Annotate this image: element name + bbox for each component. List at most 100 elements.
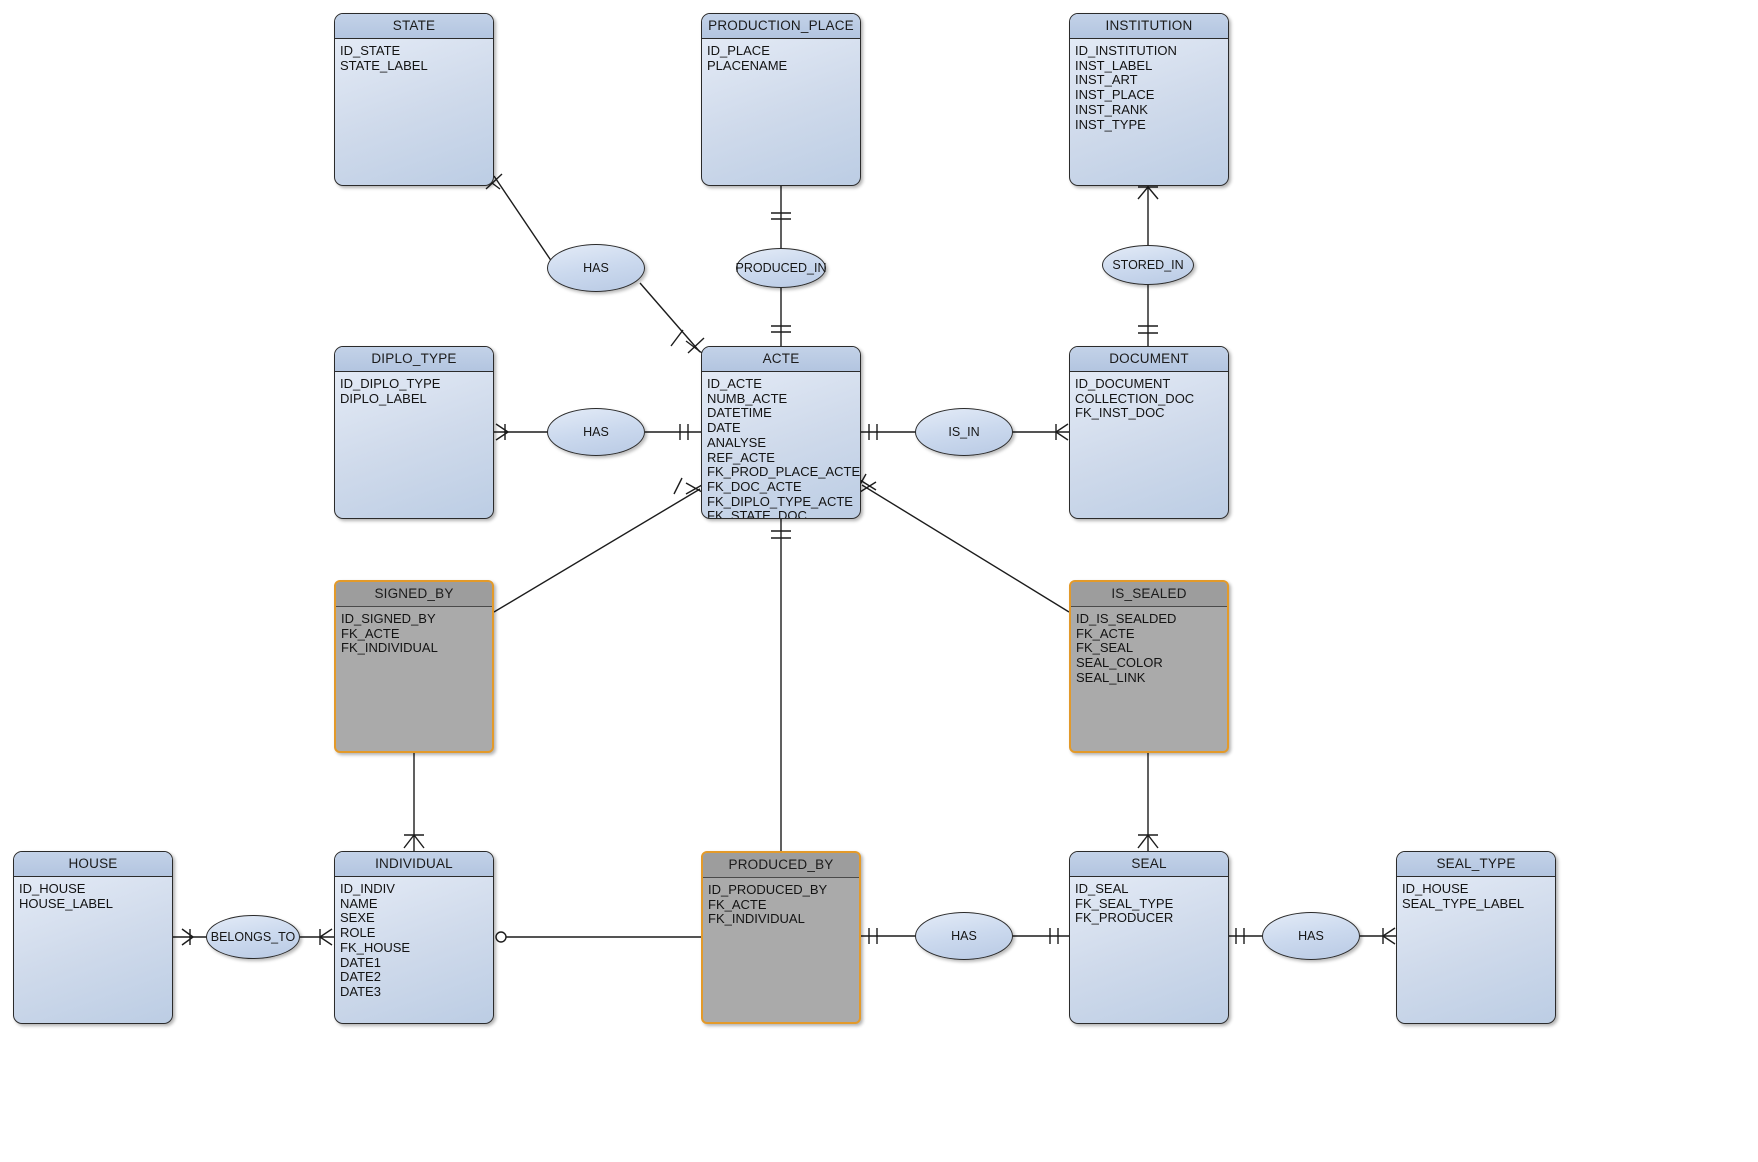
relationship-stored-in[interactable]: STORED_IN: [1102, 245, 1194, 285]
entity-title: IS_SEALED: [1071, 582, 1227, 607]
entity-title: ACTE: [702, 347, 860, 372]
attribute: INST_ART: [1075, 72, 1138, 88]
attribute: INST_PLACE: [1075, 87, 1155, 103]
relationship-label: IS_IN: [948, 425, 980, 439]
attribute: ID_INDIV: [340, 881, 395, 896]
attribute: FK_DOC_ACTE: [707, 478, 802, 494]
attribute: FK_INDIVIDUAL: [341, 640, 438, 656]
edge-state-has: [493, 175, 553, 263]
entity-is-sealed[interactable]: IS_SEALED ID_IS_SEALDED FK_ACTE FK_SEAL …: [1069, 580, 1229, 753]
attribute: FK_SEAL: [1076, 640, 1134, 656]
relationship-label: HAS: [583, 425, 609, 439]
edge-issealed-acte: [861, 484, 1070, 613]
crowfoot-inst-b: [1147, 186, 1159, 200]
crowfoot-house-b: [181, 936, 194, 946]
crowfoot-inst-a: [1137, 186, 1149, 200]
entity-production-place[interactable]: PRODUCTION_PLACE ID_PLACE PLACENAME: [701, 13, 861, 186]
entity-seal[interactable]: SEAL ID_SEAL FK_SEAL_TYPE FK_PRODUCER: [1069, 851, 1229, 1024]
entity-individual[interactable]: INDIVIDUAL ID_INDIV NAME SEXE ROLE FK_HO…: [334, 851, 494, 1024]
attribute: FK_INST_DOC: [1075, 405, 1165, 421]
entity-acte[interactable]: ACTE ID_ACTE NUMB_ACTE DATETIME DATE ANA…: [701, 346, 861, 519]
attribute: ID_PLACE: [707, 43, 770, 58]
attribute: FK_PRODUCER: [1075, 910, 1174, 926]
relationship-produced-in[interactable]: PRODUCED_IN: [735, 248, 827, 288]
entity-document[interactable]: DOCUMENT ID_DOCUMENT COLLECTION_DOC FK_I…: [1069, 346, 1229, 519]
attribute: SEAL_TYPE_LABEL: [1402, 895, 1525, 911]
crowfoot-indiv-l-a: [319, 928, 333, 938]
crowfoot-acte-l-a: [685, 340, 703, 354]
relationship-has-seal-type[interactable]: HAS: [1262, 912, 1360, 960]
zero-marker-individual: [495, 931, 507, 943]
relationship-has-state[interactable]: HAS: [547, 244, 645, 292]
relationship-label: HAS: [583, 261, 609, 275]
attribute: ANALYSE: [707, 434, 767, 450]
attribute: DIPLO_LABEL: [340, 390, 427, 406]
relationship-has-produced[interactable]: HAS: [915, 912, 1013, 960]
attribute: STATE_LABEL: [340, 57, 428, 73]
crowfoot-st-a: [1382, 927, 1396, 937]
attribute: ID_HOUSE: [19, 881, 86, 896]
entity-title: SEAL_TYPE: [1397, 852, 1555, 877]
attribute-list: ID_HOUSE SEAL_TYPE_LABEL: [1397, 877, 1555, 911]
edge-signedby-acte: [493, 488, 701, 613]
entity-title: INDIVIDUAL: [335, 852, 493, 877]
attribute: FK_ACTE: [341, 625, 400, 641]
entity-diplo-type[interactable]: DIPLO_TYPE ID_DIPLO_TYPE DIPLO_LABEL: [334, 346, 494, 519]
crowfoot-diplo-b: [495, 431, 509, 441]
entity-title: DIPLO_TYPE: [335, 347, 493, 372]
attribute: INST_RANK: [1075, 101, 1148, 117]
crowfoot-diplo-a: [495, 423, 509, 433]
attribute: FK_ACTE: [708, 896, 767, 912]
relationship-label: BELONGS_TO: [210, 930, 296, 944]
relationship-has-diplo[interactable]: HAS: [547, 408, 645, 456]
entity-title: STATE: [335, 14, 493, 39]
entity-produced-by[interactable]: PRODUCED_BY ID_PRODUCED_BY FK_ACTE FK_IN…: [701, 851, 861, 1024]
crowfoot-indiv-b: [413, 834, 425, 849]
attribute: FK_PROD_PLACE_ACTE: [707, 464, 861, 480]
attribute: FK_ACTE: [1076, 625, 1135, 641]
attribute-list: ID_SEAL FK_SEAL_TYPE FK_PRODUCER: [1070, 877, 1228, 926]
attribute: REF_ACTE: [707, 449, 775, 465]
attribute: ID_INSTITUTION: [1075, 43, 1177, 58]
attribute: SEAL_LINK: [1076, 669, 1146, 685]
attribute: COLLECTION_DOC: [1075, 390, 1195, 406]
attribute: FK_STATE_DOC: [707, 508, 807, 519]
relationship-belongs-to[interactable]: BELONGS_TO: [206, 915, 300, 959]
crowfoot-st-b: [1382, 935, 1396, 945]
attribute-list: ID_DOCUMENT COLLECTION_DOC FK_INST_DOC: [1070, 372, 1228, 421]
attribute-list: ID_PLACE PLACENAME: [702, 39, 860, 73]
attribute: ROLE: [340, 925, 376, 941]
entity-state[interactable]: STATE ID_STATE STATE_LABEL: [334, 13, 494, 186]
attribute: ID_HOUSE: [1402, 881, 1469, 896]
attribute-list: ID_INSTITUTION INST_LABEL INST_ART INST_…: [1070, 39, 1228, 132]
relationship-is-in[interactable]: IS_IN: [915, 408, 1013, 456]
attribute-list: ID_ACTE NUMB_ACTE DATETIME DATE ANALYSE …: [702, 372, 861, 519]
relationship-label: STORED_IN: [1112, 258, 1184, 272]
attribute-list: ID_INDIV NAME SEXE ROLE FK_HOUSE DATE1 D…: [335, 877, 493, 1000]
relationship-label: PRODUCED_IN: [735, 261, 827, 275]
attribute: ID_SIGNED_BY: [341, 611, 436, 626]
attribute: NAME: [340, 895, 378, 911]
attribute: DATE1: [340, 954, 381, 970]
entity-signed-by[interactable]: SIGNED_BY ID_SIGNED_BY FK_ACTE FK_INDIVI…: [334, 580, 494, 753]
relationship-label: HAS: [951, 929, 977, 943]
crowfoot-doc-b: [1055, 431, 1069, 441]
relationship-label: HAS: [1298, 929, 1324, 943]
attribute-list: ID_DIPLO_TYPE DIPLO_LABEL: [335, 372, 493, 406]
attribute: ID_DIPLO_TYPE: [340, 376, 441, 391]
entity-house[interactable]: HOUSE ID_HOUSE HOUSE_LABEL: [13, 851, 173, 1024]
attribute: ID_IS_SEALDED: [1076, 611, 1177, 626]
crowfoot-indiv-l-b: [319, 936, 333, 946]
attribute: SEAL_COLOR: [1076, 655, 1163, 671]
attribute-list: ID_IS_SEALDED FK_ACTE FK_SEAL SEAL_COLOR…: [1071, 607, 1227, 686]
crowfoot-acte-is-a: [859, 479, 877, 491]
crowfoot-acte-sb-a: [685, 482, 703, 493]
entity-institution[interactable]: INSTITUTION ID_INSTITUTION INST_LABEL IN…: [1069, 13, 1229, 186]
entity-title: SEAL: [1070, 852, 1228, 877]
attribute: DATE3: [340, 983, 381, 999]
entity-seal-type[interactable]: SEAL_TYPE ID_HOUSE SEAL_TYPE_LABEL: [1396, 851, 1556, 1024]
crowfoot-house-a: [181, 928, 194, 938]
entity-title: INSTITUTION: [1070, 14, 1228, 39]
attribute-list: ID_PRODUCED_BY FK_ACTE FK_INDIVIDUAL: [703, 878, 859, 927]
